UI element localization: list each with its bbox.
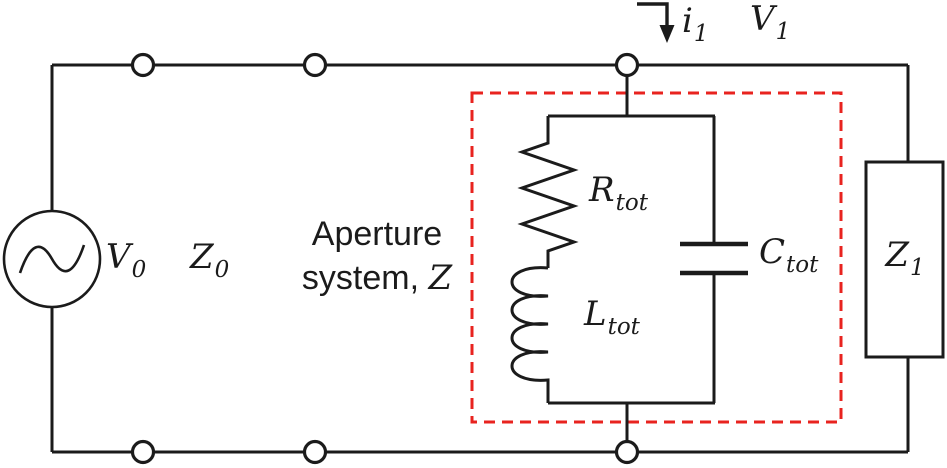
z1-label: Z1 (866, 235, 943, 280)
v1-subscript: 1 (775, 19, 791, 45)
current-arrow-icon (637, 2, 675, 43)
rtot-label: Rtot (589, 170, 648, 215)
terminal-node-top-left (130, 52, 156, 78)
ctot-subscript: tot (786, 252, 819, 278)
z0-symbol: Z (190, 237, 214, 277)
sine-icon (18, 244, 86, 274)
i1-symbol: i (682, 1, 693, 41)
terminal-node-top-mid (302, 52, 328, 78)
capacitor (680, 116, 748, 403)
resistor (517, 116, 579, 268)
terminal-node-bottom-mid (302, 439, 328, 465)
aperture-label-z-symbol: Z (428, 258, 453, 298)
rtot-subscript: tot (615, 190, 648, 216)
v0-label: V0 (106, 237, 146, 282)
v0-subscript: 0 (131, 257, 147, 283)
v0-symbol: V (106, 237, 131, 277)
voltage-source (2, 209, 102, 309)
z1-symbol: Z (885, 235, 909, 275)
ctot-symbol: C (759, 232, 786, 272)
z0-subscript: 0 (214, 257, 230, 283)
z1-subscript: 1 (909, 255, 925, 281)
v1-symbol: V (750, 0, 775, 39)
inductor (510, 266, 550, 403)
ltot-subscript: tot (607, 314, 640, 340)
ltot-label: Ltot (584, 294, 640, 339)
ctot-label: Ctot (759, 232, 818, 277)
rtot-symbol: R (589, 170, 615, 210)
terminal-node-top-right (614, 52, 640, 78)
i1-label: i1 (682, 1, 709, 46)
aperture-label-line1: Aperture (311, 215, 443, 253)
load-box (864, 160, 945, 359)
ltot-symbol: L (584, 294, 607, 334)
aperture-label-line2: system, Z (277, 256, 477, 300)
aperture-boundary (470, 91, 843, 424)
terminal-node-bottom-left (130, 439, 156, 465)
i1-subscript: 1 (693, 21, 709, 47)
aperture-label-line2-text: system, (301, 259, 429, 297)
aperture-label: Aperture system, Z (277, 212, 477, 300)
v1-label: V1 (750, 0, 790, 44)
terminal-node-bottom-right (614, 439, 640, 465)
z0-label: Z0 (190, 237, 229, 282)
